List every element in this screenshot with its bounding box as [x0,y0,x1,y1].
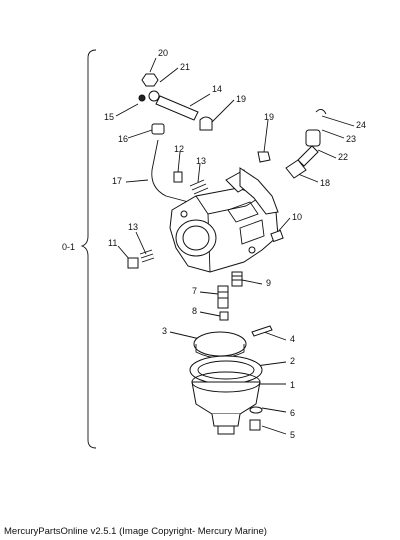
callout-11: 11 [108,238,117,248]
callout-17: 17 [112,176,122,186]
throttle-rod [151,139,197,205]
callout-3: 3 [162,326,167,336]
drain-screw-parts [249,406,263,431]
callout-23: 23 [346,134,356,144]
group-label: 0-1 [62,242,75,252]
group-bracket [80,49,97,449]
callout-4: 4 [290,334,295,344]
callout-numbers: 20 21 14 19 15 16 19 24 23 12 13 22 17 1… [104,48,366,440]
main-jet-parts [217,271,243,321]
upper-screws [173,171,209,195]
callout-2: 2 [290,356,295,366]
callout-20: 20 [158,48,168,58]
callout-13b: 13 [128,222,138,232]
pin-4 [251,325,273,337]
float [193,331,247,359]
callout-14: 14 [212,84,222,94]
upper-linkage-parts [138,73,213,135]
callout-22: 22 [338,152,348,162]
callout-12: 12 [174,144,184,154]
callout-9: 9 [266,278,271,288]
callout-15: 15 [104,112,114,122]
callout-19a: 19 [236,94,246,104]
screw-11 [127,249,155,269]
callout-8: 8 [192,306,197,316]
carburetor-body [169,167,279,273]
callout-19b: 19 [264,112,274,122]
callout-24: 24 [356,120,366,130]
callout-16: 16 [118,134,128,144]
gasket [189,355,263,385]
callout-6: 6 [290,408,295,418]
callout-1: 1 [290,380,295,390]
image-caption: MercuryPartsOnline v2.5.1 (Image Copyrig… [4,526,267,537]
callout-7: 7 [192,286,197,296]
callout-5: 5 [290,430,295,440]
screw-10 [270,229,284,243]
choke-linkage [257,109,327,179]
callout-21: 21 [180,62,190,72]
callout-10: 10 [292,212,302,222]
float-bowl [191,371,261,435]
callout-18: 18 [320,178,330,188]
callout-13a: 13 [196,156,206,166]
